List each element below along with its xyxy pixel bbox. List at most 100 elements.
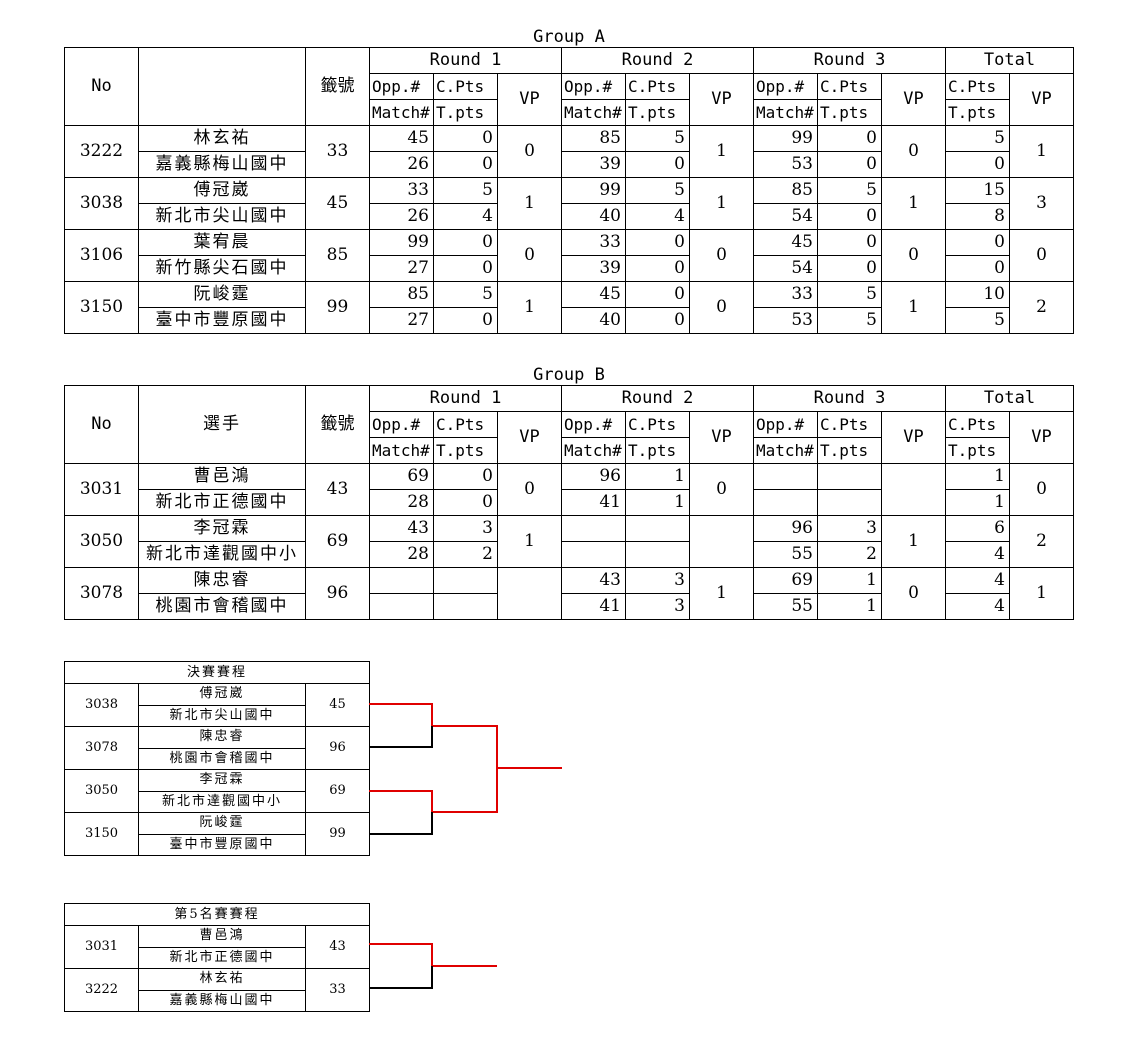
player-no: 3038 [64,177,139,230]
player-name: 李冠霖 [138,515,306,542]
c-pts-value [625,515,690,542]
t-pts-value: 0 [817,151,882,178]
player-school: 臺中市豐原國中 [138,307,306,334]
draw-number: 96 [305,567,370,620]
bracket-line-winner [369,703,562,769]
c-pts-value: 0 [433,229,498,256]
group-b-header: No 選手 籤號 Round 1 Round 2 Round 3 Total O… [64,385,1074,464]
bracket-entry-sub: 新北市達觀國中小 [65,790,370,813]
draw-number: 85 [305,229,370,282]
opponent-number: 43 [561,567,626,594]
total-vp: 0 [1009,463,1074,516]
total-t-pts: 0 [945,255,1010,282]
opponent-number: 33 [369,177,434,204]
t-pts-value: 0 [433,489,498,516]
bracket-line [369,966,433,989]
total-t-pts: 4 [945,541,1010,568]
total-vp: 2 [1009,281,1074,334]
vp-value: 0 [497,229,562,282]
header-match: Match# [561,99,626,126]
fifth-place-bracket-title: 第5名賽賽程 [64,903,370,926]
group-a-header: No 籤號 Round 1 Round 2 Round 3 Total Opp.… [64,47,1074,126]
header-match: Match# [561,437,626,464]
bracket-player-name: 林玄祐 [138,968,306,991]
group-a-table: No 籤號 Round 1 Round 2 Round 3 Total Opp.… [64,47,1074,334]
total-vp: 1 [1009,125,1074,178]
vp-value [497,567,562,620]
bracket-player-school: 嘉義縣梅山國中 [138,989,306,1012]
player-no: 3050 [64,515,139,568]
header-player [138,47,306,126]
opponent-number: 69 [369,463,434,490]
header-cpts: C.Pts [433,411,498,438]
bracket-line [369,812,433,835]
header-match: Match# [369,437,434,464]
vp-value: 1 [689,125,754,178]
header-round-3: Round 3 [753,385,946,412]
bracket-line-winner [369,943,497,967]
match-number: 28 [369,541,434,568]
player-school: 桃園市會稽國中 [138,593,306,620]
t-pts-value [625,541,690,568]
bracket-player-no: 3078 [64,726,139,770]
total-vp: 3 [1009,177,1074,230]
bracket-player-school: 臺中市豐原國中 [138,833,306,856]
bracket-draw-number: 69 [305,769,370,813]
header-round-3: Round 3 [753,47,946,74]
t-pts-value: 1 [625,489,690,516]
t-pts-value: 0 [433,307,498,334]
bracket-player-name: 李冠霖 [138,769,306,792]
t-pts-value [817,489,882,516]
c-pts-value: 5 [433,281,498,308]
bracket-entry-sub: 嘉義縣梅山國中 [65,989,370,1012]
header-cpts: C.Pts [625,73,690,100]
header-player: 選手 [138,385,306,464]
bracket-draw-number: 43 [305,925,370,969]
bracket-player-school: 新北市正德國中 [138,946,306,969]
c-pts-value: 3 [625,567,690,594]
match-number [753,489,818,516]
bracket-line-winner [369,768,498,813]
vp-value: 0 [689,281,754,334]
match-number: 41 [561,593,626,620]
vp-value: 0 [881,125,946,178]
match-number [369,593,434,620]
vp-value: 1 [497,281,562,334]
vp-value: 0 [497,125,562,178]
header-tpts: T.pts [433,437,498,464]
vp-value: 1 [881,177,946,230]
t-pts-value: 1 [817,593,882,620]
player-name: 林玄祐 [138,125,306,152]
header-no: No [64,47,139,126]
bracket-draw-number: 99 [305,812,370,856]
group-a-title: Group A [533,27,605,47]
match-number: 54 [753,203,818,230]
match-number: 26 [369,203,434,230]
total-t-pts: 4 [945,593,1010,620]
header-vp: VP [497,411,562,464]
opponent-number [561,515,626,542]
opponent-number: 85 [369,281,434,308]
player-no: 3078 [64,567,139,620]
group-b-table: No 選手 籤號 Round 1 Round 2 Round 3 Total O… [64,385,1074,620]
player-school: 新竹縣尖石國中 [138,255,306,282]
header-opp: Opp.# [369,73,434,100]
total-vp: 1 [1009,567,1074,620]
player-school: 嘉義縣梅山國中 [138,151,306,178]
opponent-number: 69 [753,567,818,594]
